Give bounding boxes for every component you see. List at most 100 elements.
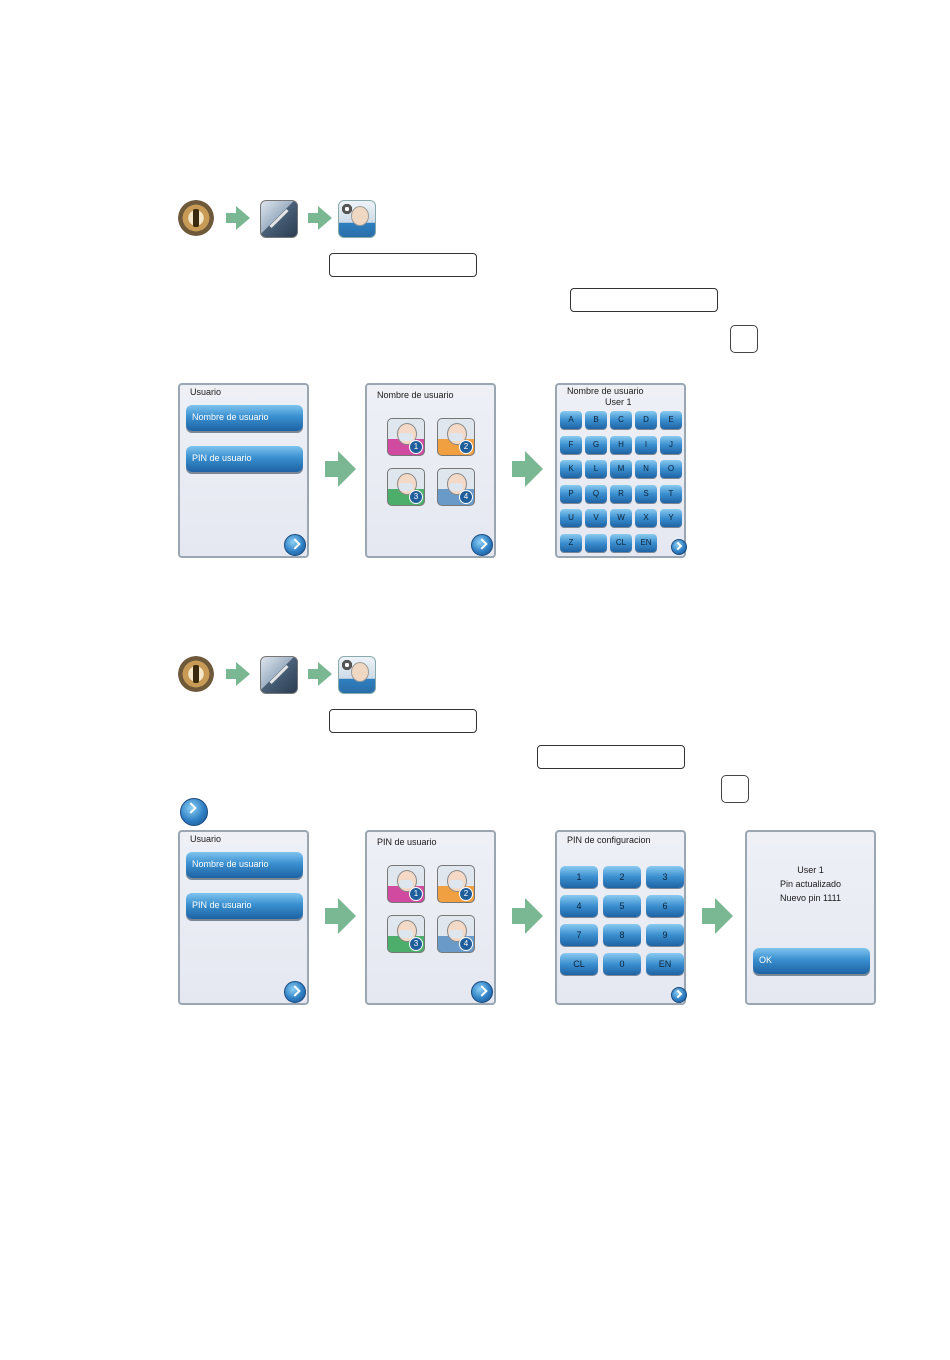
user-icon xyxy=(351,662,369,682)
user-settings-icon[interactable] xyxy=(338,200,376,238)
nombre-de-usuario-button[interactable]: Nombre de usuario xyxy=(186,405,303,431)
key-g[interactable]: G xyxy=(585,435,607,454)
key-r[interactable]: R xyxy=(610,484,632,503)
key-d[interactable]: D xyxy=(635,411,657,429)
key-w[interactable]: W xyxy=(610,509,632,527)
avatar-badge: 3 xyxy=(409,490,423,504)
numpad-key-6[interactable]: 6 xyxy=(646,895,684,917)
key-k[interactable]: K xyxy=(560,460,582,478)
user-icon xyxy=(351,206,369,226)
key-x[interactable]: X xyxy=(635,509,657,527)
key-u[interactable]: U xyxy=(560,509,582,527)
numpad-key-cl[interactable]: CL xyxy=(560,953,598,975)
arrow-icon xyxy=(325,461,339,477)
key-e[interactable]: E xyxy=(660,411,682,429)
numpad-key-0[interactable]: 0 xyxy=(603,953,641,975)
pin-de-usuario-button[interactable]: PIN de usuario xyxy=(186,446,303,472)
user-4-avatar[interactable]: 4 xyxy=(437,468,475,506)
info-gear-icon[interactable] xyxy=(178,656,214,692)
key-b[interactable]: B xyxy=(585,411,607,429)
info-gear-icon[interactable] xyxy=(178,200,214,236)
user-3-avatar[interactable]: 3 xyxy=(387,468,425,506)
button-label-box xyxy=(329,253,477,277)
nombre-de-usuario-button[interactable]: Nombre de usuario xyxy=(186,852,303,878)
arrow-icon xyxy=(525,451,543,487)
key-f[interactable]: F xyxy=(560,435,582,454)
key-t[interactable]: T xyxy=(660,484,682,503)
pin-de-usuario-button[interactable]: PIN de usuario xyxy=(186,893,303,919)
ok-label: OK xyxy=(759,955,773,965)
key-j[interactable]: J xyxy=(660,435,682,454)
next-icon[interactable] xyxy=(471,534,493,556)
avatar-badge: 1 xyxy=(409,887,423,901)
arrow-icon xyxy=(308,213,318,223)
mask-icon xyxy=(449,483,463,491)
next-icon[interactable] xyxy=(671,987,687,1003)
arrow-icon xyxy=(325,908,339,924)
key-m[interactable]: M xyxy=(610,460,632,478)
numpad-key-4[interactable]: 4 xyxy=(560,895,598,917)
key-l[interactable]: L xyxy=(585,460,607,478)
key-c[interactable]: C xyxy=(610,411,632,429)
ok-button[interactable]: OK xyxy=(753,948,870,974)
key-space[interactable] xyxy=(585,533,607,552)
numpad-key-5[interactable]: 5 xyxy=(603,895,641,917)
screen-usuario: Usuario Nombre de usuario PIN de usuario xyxy=(178,383,309,558)
mask-icon xyxy=(449,880,463,888)
user-4-avatar[interactable]: 4 xyxy=(437,915,475,953)
button-label: Nombre de usuario xyxy=(192,859,269,869)
info-icon xyxy=(193,209,199,227)
key-s[interactable]: S xyxy=(635,484,657,503)
key-n[interactable]: N xyxy=(635,460,657,478)
next-icon[interactable] xyxy=(471,981,493,1003)
numpad-key-9[interactable]: 9 xyxy=(646,924,684,946)
next-icon[interactable] xyxy=(284,534,306,556)
user-3-avatar[interactable]: 3 xyxy=(387,915,425,953)
key-o[interactable]: O xyxy=(660,460,682,478)
key-en[interactable]: EN xyxy=(635,533,657,552)
key-p[interactable]: P xyxy=(560,484,582,503)
numpad-key-2[interactable]: 2 xyxy=(603,866,641,888)
key-z[interactable]: Z xyxy=(560,533,582,552)
arrow-icon xyxy=(226,669,236,679)
key-v[interactable]: V xyxy=(585,509,607,527)
user-1-avatar[interactable]: 1 xyxy=(387,865,425,903)
key-box xyxy=(730,325,758,353)
numpad-key-3[interactable]: 3 xyxy=(646,866,684,888)
numpad-key-8[interactable]: 8 xyxy=(603,924,641,946)
key-q[interactable]: Q xyxy=(585,484,607,503)
mask-icon xyxy=(399,433,413,441)
numpad-key-7[interactable]: 7 xyxy=(560,924,598,946)
user-2-avatar[interactable]: 2 xyxy=(437,865,475,903)
tools-icon[interactable] xyxy=(260,656,298,694)
numpad-key-1[interactable]: 1 xyxy=(560,866,598,888)
user-settings-icon[interactable] xyxy=(338,656,376,694)
avatar-badge: 4 xyxy=(459,490,473,504)
key-cl[interactable]: CL xyxy=(610,533,632,552)
button-label-box xyxy=(537,745,685,769)
key-h[interactable]: H xyxy=(610,435,632,454)
numpad-key-en[interactable]: EN xyxy=(646,953,684,975)
message-new-pin: Nuevo pin 1111 xyxy=(779,893,842,903)
screen-usuario: Usuario Nombre de usuario PIN de usuario xyxy=(178,830,309,1005)
user-2-avatar[interactable]: 2 xyxy=(437,418,475,456)
arrow-icon xyxy=(318,206,332,230)
mask-icon xyxy=(399,483,413,491)
key-i[interactable]: I xyxy=(635,435,657,454)
message-pin-updated: Pin actualizado xyxy=(779,879,842,889)
tools-icon[interactable] xyxy=(260,200,298,238)
avatar-badge: 3 xyxy=(409,937,423,951)
key-y[interactable]: Y xyxy=(660,509,682,527)
next-icon[interactable] xyxy=(671,539,687,555)
mask-icon xyxy=(399,930,413,938)
key-a[interactable]: A xyxy=(560,411,582,429)
next-icon[interactable] xyxy=(284,981,306,1003)
next-icon[interactable] xyxy=(180,798,208,826)
info-icon xyxy=(193,665,199,683)
key-box xyxy=(721,775,749,803)
user-1-avatar[interactable]: 1 xyxy=(387,418,425,456)
screen-title: Nombre de usuario xyxy=(567,386,644,396)
arrow-icon xyxy=(715,898,733,934)
